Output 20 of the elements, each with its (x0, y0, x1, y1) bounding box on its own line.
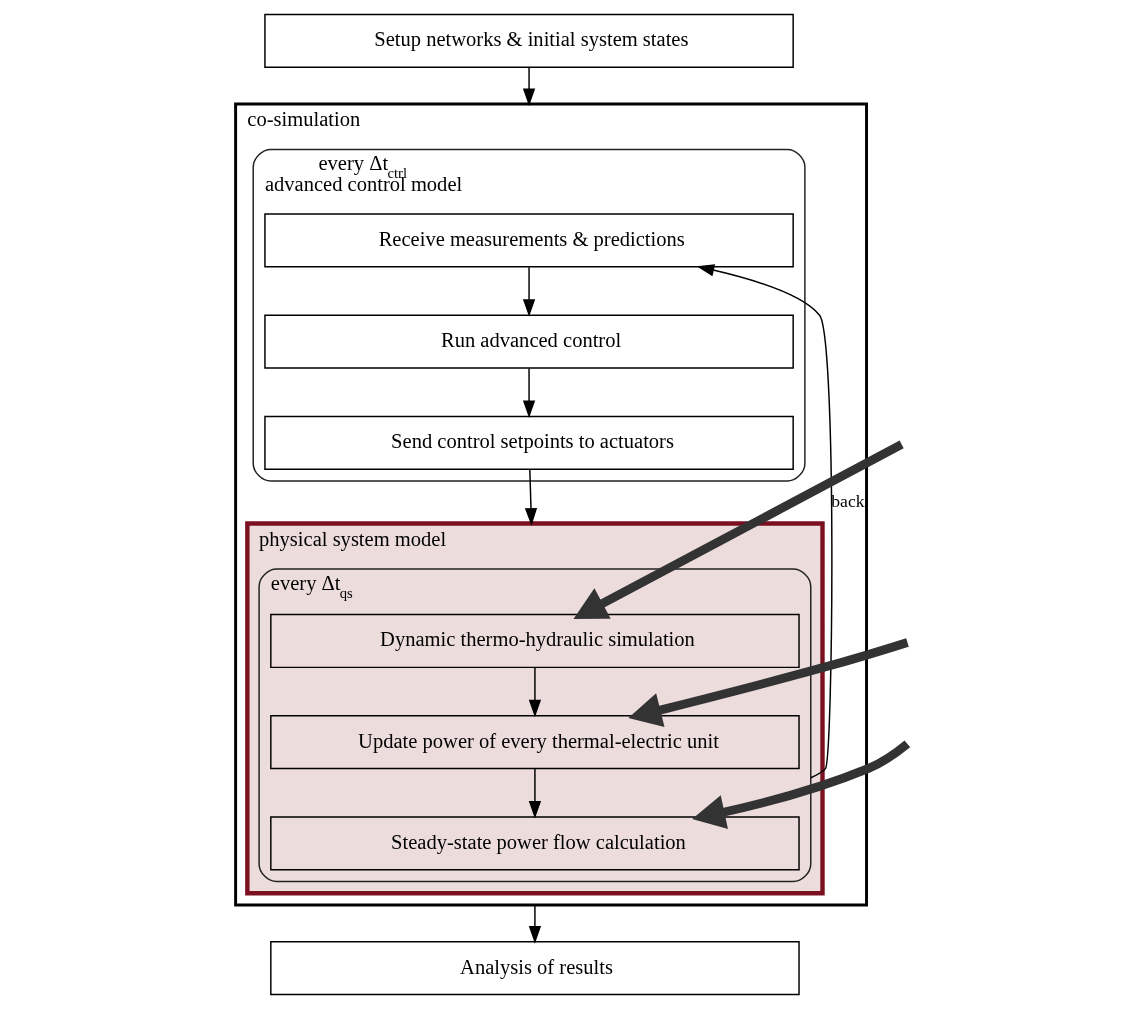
arrow (696, 264, 833, 779)
arrow (524, 468, 537, 526)
node-box: Run advanced control (263, 314, 794, 369)
node-box: Dynamic thermo-hydraulic simulation (269, 613, 800, 669)
node-box: Setup networks & initial system states (263, 13, 794, 68)
node-box: Send control setpoints to actuators (263, 415, 794, 471)
edge-label: back (830, 490, 865, 511)
arrow (528, 904, 541, 944)
arrow (528, 667, 541, 718)
arrow (522, 266, 535, 317)
node-box: Steady-state power flow calculation (269, 816, 800, 871)
arrow (691, 740, 910, 830)
arrow (627, 638, 909, 727)
arrow (522, 66, 535, 107)
node-box: Update power of every thermal-electric unit (269, 715, 800, 770)
node-box: Analysis of results (269, 941, 800, 996)
node-box: Receive measurements & predictions (263, 213, 794, 268)
arrow (572, 440, 904, 619)
arrow (522, 367, 535, 419)
arrow (528, 768, 541, 819)
